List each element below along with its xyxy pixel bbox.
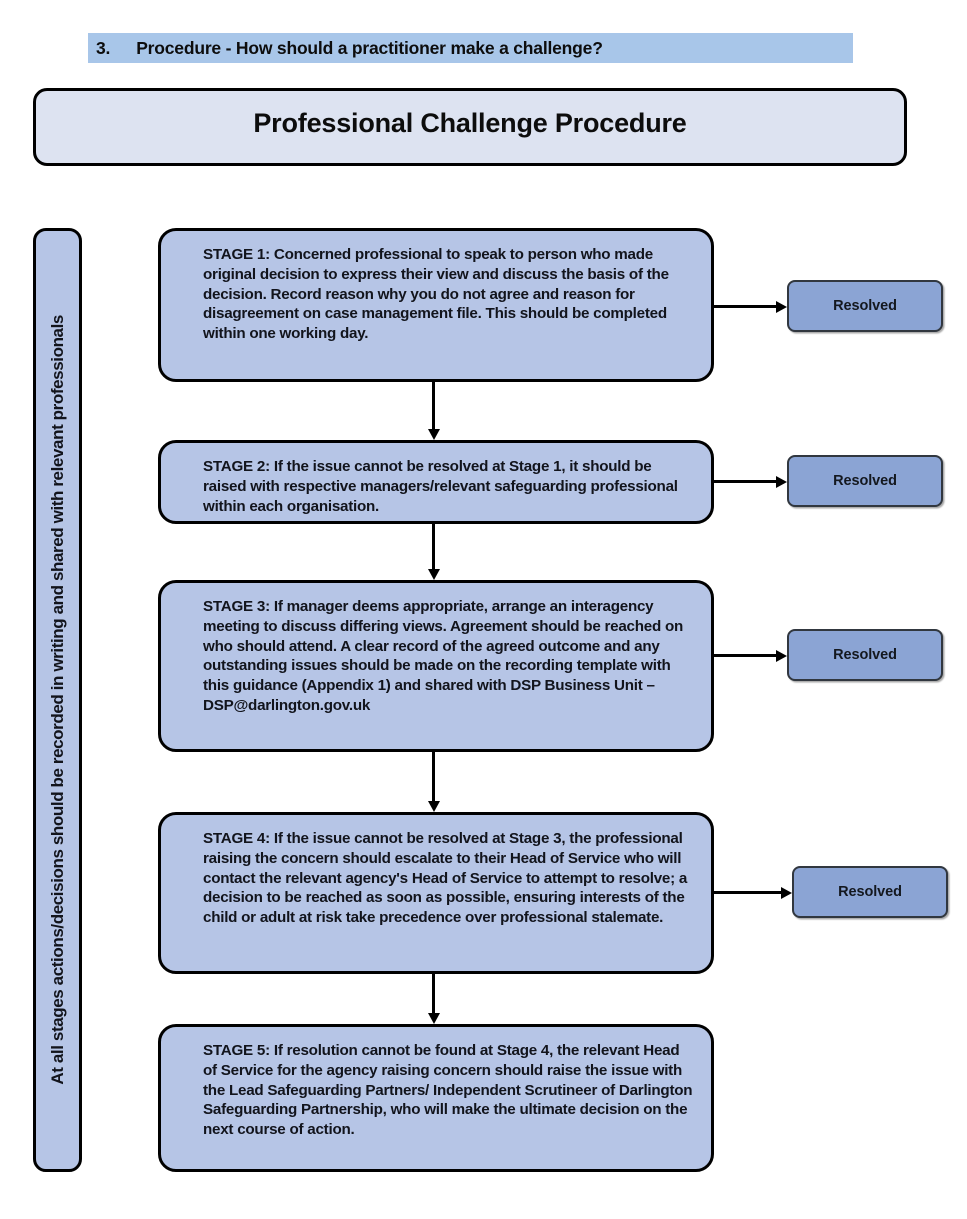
section-heading: 3. Procedure - How should a practitioner… (88, 33, 853, 63)
resolved-box-2: Resolved (787, 455, 943, 507)
stage-2-text: STAGE 2: If the issue cannot be resolved… (203, 458, 678, 515)
section-title: Procedure - How should a practitioner ma… (136, 37, 603, 58)
arrow-head-icon (428, 429, 440, 440)
procedure-title-banner: Professional Challenge Procedure (33, 88, 907, 166)
resolved-label-1: Resolved (833, 298, 897, 314)
stage-4-text: STAGE 4: If the issue cannot be resolved… (203, 830, 688, 926)
arrow-right-stage4-to-resolved (714, 887, 793, 899)
arrow-shaft (432, 382, 435, 429)
arrow-head-icon (776, 301, 787, 313)
resolved-box-3: Resolved (787, 629, 943, 681)
stage-1-text: STAGE 1: Concerned professional to speak… (203, 246, 669, 342)
resolved-box-4: Resolved (792, 866, 948, 918)
stage-box-4: STAGE 4: If the issue cannot be resolved… (158, 812, 714, 974)
section-number: 3. (96, 37, 111, 58)
arrow-head-icon (428, 569, 440, 580)
arrow-shaft (432, 974, 435, 1013)
stage-box-5: STAGE 5: If resolution cannot be found a… (158, 1024, 714, 1172)
arrow-head-icon (776, 476, 787, 488)
arrow-down-stage1-to-stage2 (428, 382, 440, 440)
resolved-label-4: Resolved (838, 884, 902, 900)
arrow-down-stage2-to-stage3 (428, 524, 440, 580)
arrow-head-icon (776, 650, 787, 662)
arrow-shaft (432, 752, 435, 801)
resolved-label-2: Resolved (833, 473, 897, 489)
arrow-shaft (714, 305, 776, 308)
resolved-label-3: Resolved (833, 647, 897, 663)
stage-5-text: STAGE 5: If resolution cannot be found a… (203, 1042, 693, 1138)
arrow-right-stage2-to-resolved (714, 476, 788, 488)
arrow-down-stage4-to-stage5 (428, 974, 440, 1024)
arrow-right-stage3-to-resolved (714, 650, 788, 662)
arrow-shaft (714, 480, 776, 483)
arrow-right-stage1-to-resolved (714, 301, 788, 313)
sidebar-recording-note: At all stages actions/decisions should b… (33, 228, 82, 1172)
stage-3-text: STAGE 3: If manager deems appropriate, a… (203, 598, 684, 714)
sidebar-note-label: At all stages actions/decisions should b… (47, 315, 67, 1085)
arrow-down-stage3-to-stage4 (428, 752, 440, 812)
resolved-box-1: Resolved (787, 280, 943, 332)
page-title: Professional Challenge Procedure (253, 107, 687, 138)
stage-box-2: STAGE 2: If the issue cannot be resolved… (158, 440, 714, 524)
arrow-shaft (714, 891, 781, 894)
arrow-shaft (714, 654, 776, 657)
arrow-shaft (432, 524, 435, 569)
stage-box-3: STAGE 3: If manager deems appropriate, a… (158, 580, 714, 752)
arrow-head-icon (781, 887, 792, 899)
arrow-head-icon (428, 1013, 440, 1024)
stage-box-1: STAGE 1: Concerned professional to speak… (158, 228, 714, 382)
arrow-head-icon (428, 801, 440, 812)
